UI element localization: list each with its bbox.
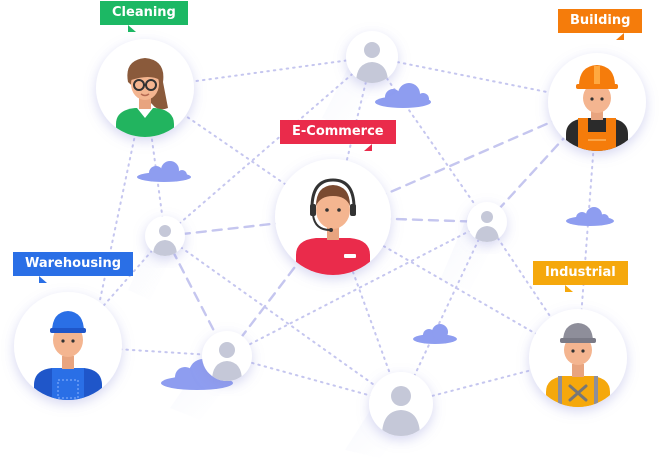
link: [225, 215, 335, 358]
warehouse-worker-avatar-icon: [14, 292, 122, 400]
link: [371, 56, 488, 223]
link: [163, 215, 335, 238]
link: [144, 87, 166, 237]
link: [164, 235, 402, 405]
link: [164, 56, 373, 237]
cleaner-avatar-icon: [96, 39, 194, 137]
building-label: Building: [558, 9, 643, 40]
link: [67, 235, 166, 347]
link: [400, 357, 579, 405]
support-agent-avatar-icon: [275, 159, 391, 275]
industrial-label: Industrial: [533, 261, 628, 292]
user-placeholder-icon: [346, 31, 398, 83]
cleaning-label: Cleaning: [100, 1, 188, 32]
user-placeholder-icon: [369, 372, 433, 436]
link: [400, 221, 488, 405]
cloud-icon: [566, 207, 614, 226]
user-placeholder-icon: [145, 216, 185, 256]
user-placeholder-icon: [202, 331, 252, 381]
user-placeholder-icon: [467, 202, 507, 242]
ecommerce-label: E-Commerce: [280, 120, 396, 151]
cloud-icon: [137, 161, 191, 182]
link: [371, 56, 598, 103]
industrial-worker-avatar-icon: [529, 309, 627, 407]
cloud-icon: [375, 83, 431, 108]
construction-worker-avatar-icon: [548, 53, 646, 151]
warehousing-label: Warehousing: [13, 252, 134, 283]
cloud-icon: [413, 324, 457, 344]
